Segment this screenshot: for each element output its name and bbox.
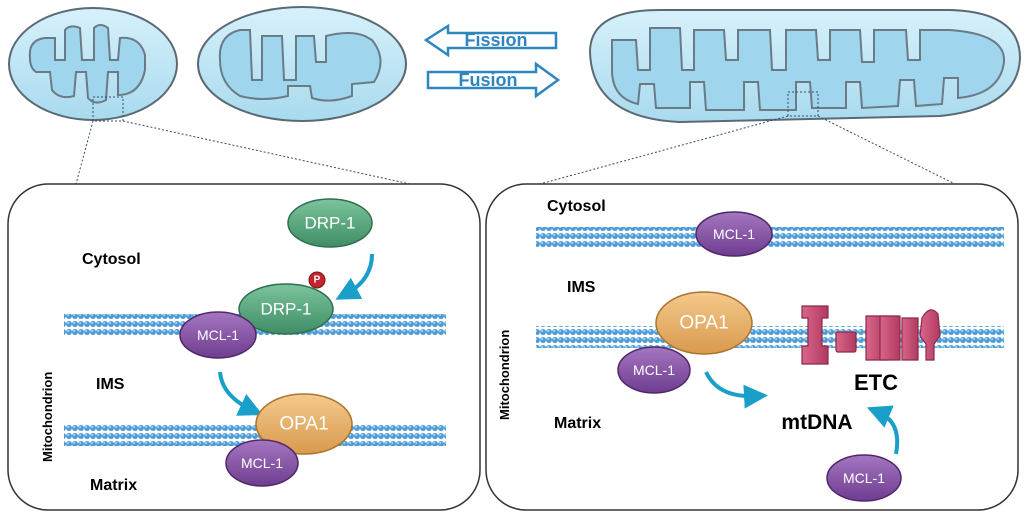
right-ims-label: IMS xyxy=(567,279,596,296)
drp1-bound-label: DRP-1 xyxy=(260,300,311,319)
drp1-bound-protein xyxy=(238,283,334,335)
right-matrix-label: Matrix xyxy=(554,415,601,432)
left-panel: Mitochondrion Cytosol IMS Matrix DRP-1 D… xyxy=(7,183,481,511)
zoom-lines xyxy=(75,91,956,185)
left-matrix-label: Matrix xyxy=(90,477,137,494)
fusion-label: Fusion xyxy=(459,70,518,90)
opa1-left-protein xyxy=(255,393,353,455)
mcl1-outer-protein xyxy=(695,211,773,257)
left-opa-arrow xyxy=(218,371,263,416)
mcl1-membrane-protein xyxy=(179,311,257,359)
phosphate-label: P xyxy=(314,275,321,286)
mcl1-matrix-right-protein xyxy=(826,454,902,502)
mcl1-inner-label: MCL-1 xyxy=(633,362,675,378)
mtdna-label: mtDNA xyxy=(781,411,852,434)
opa1-right-label: OPA1 xyxy=(679,313,728,334)
mcl1-membrane-label: MCL-1 xyxy=(197,327,239,343)
etc-label: ETC xyxy=(854,370,898,395)
left-ims-label: IMS xyxy=(96,376,125,393)
left-recruit-arrow xyxy=(335,253,374,300)
left-cytosol-label: Cytosol xyxy=(82,251,141,268)
mcl1-outer-label: MCL-1 xyxy=(713,226,755,242)
etc-complex-icon xyxy=(801,305,941,365)
mcl1-inner-protein xyxy=(617,346,691,394)
small-mitochondrion-right xyxy=(197,6,407,122)
mcl1-matrix-right-label: MCL-1 xyxy=(843,470,885,486)
mcl1-matrix-left-protein xyxy=(225,439,299,487)
opa1-left-label: OPA1 xyxy=(279,414,328,435)
drp1-cytosolic-protein xyxy=(287,198,373,248)
mcl1-matrix-left-label: MCL-1 xyxy=(241,455,283,471)
right-panel: Mitochondrion Cytosol IMS Matrix MCL-1 O… xyxy=(485,183,1019,511)
left-mitochondrion-label: Mitochondrion xyxy=(40,372,55,462)
fused-mitochondrion xyxy=(588,9,1022,124)
fission-arrow: Fission xyxy=(423,23,558,58)
opa1-right-protein xyxy=(655,291,753,355)
right-mtdna-arrow xyxy=(704,371,768,409)
drp1-cytosolic-label: DRP-1 xyxy=(304,214,355,233)
right-cytosol-label: Cytosol xyxy=(547,198,606,215)
small-mitochondrion-left xyxy=(8,7,178,121)
fusion-arrow: Fusion xyxy=(426,61,561,99)
right-mitochondrion-label: Mitochondrion xyxy=(497,330,512,420)
right-matrix-mcl1-arrow xyxy=(866,405,900,455)
fission-label: Fission xyxy=(464,30,527,50)
phosphate-icon xyxy=(308,271,326,289)
